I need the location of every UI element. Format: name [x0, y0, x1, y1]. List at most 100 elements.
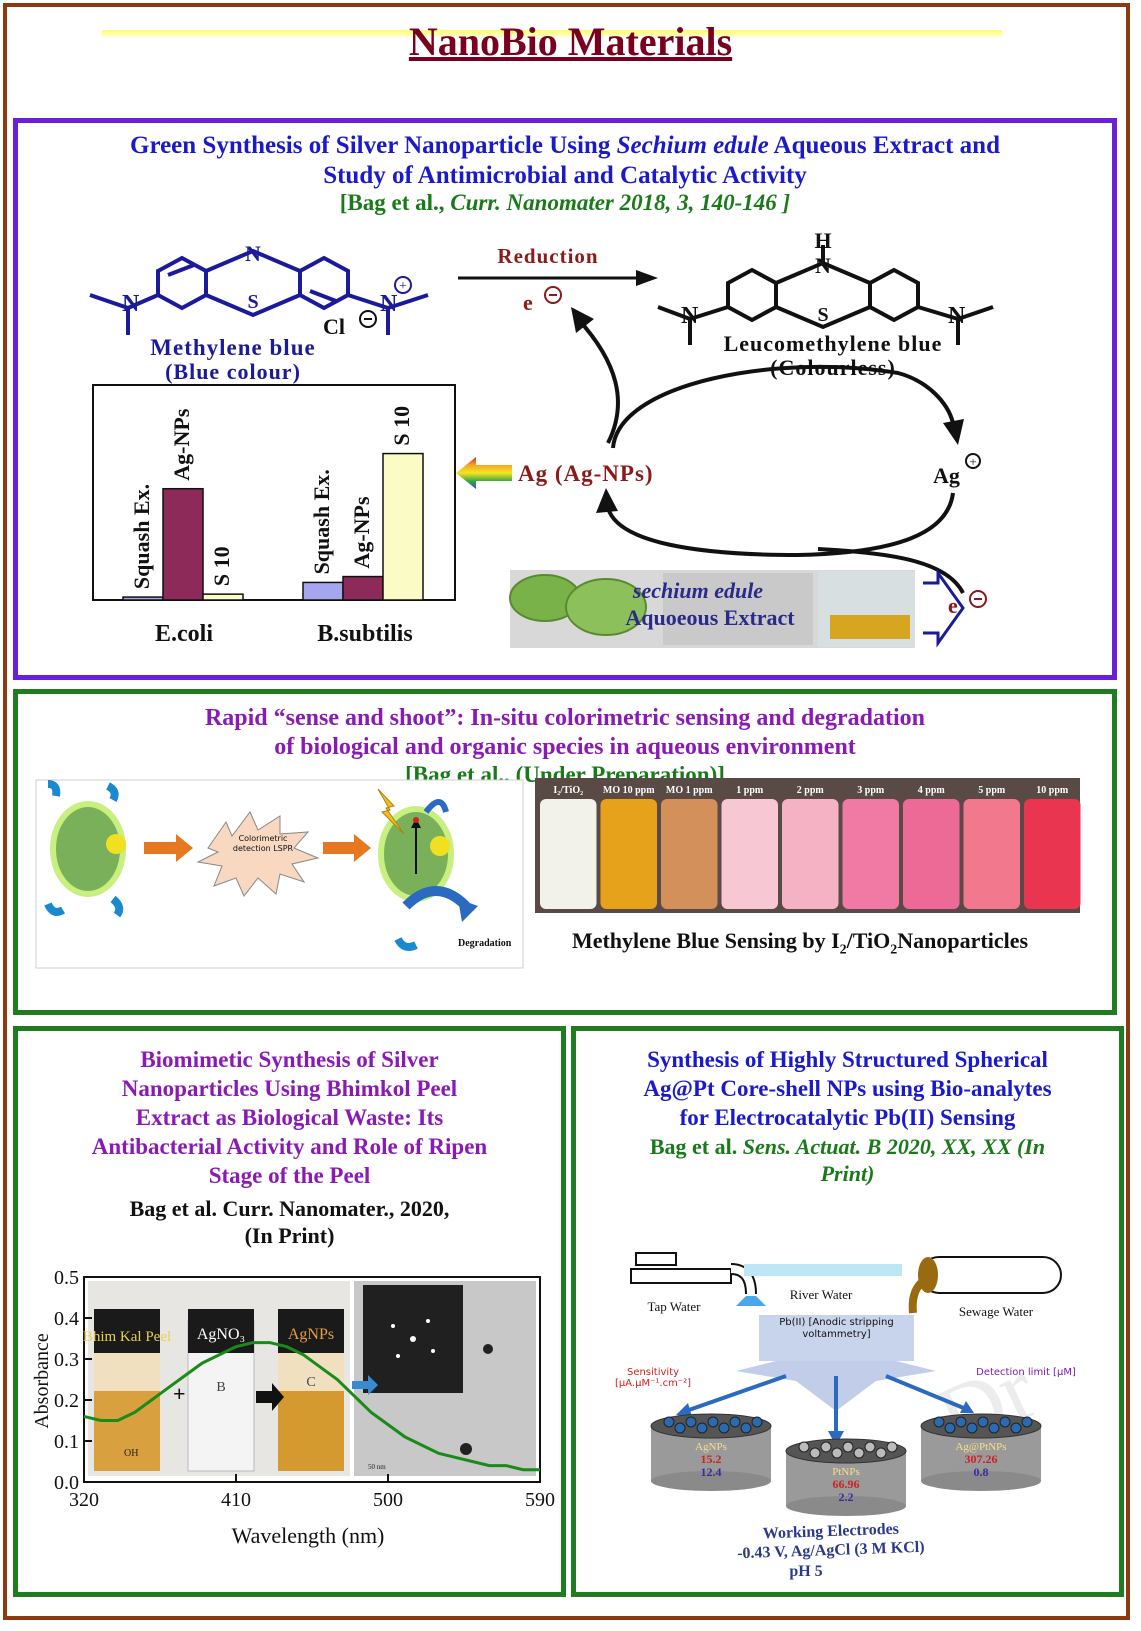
mb-label: Methylene blue — [150, 335, 315, 360]
nanoparticle-dot — [831, 1447, 843, 1459]
bar-label: S 10 — [209, 546, 234, 586]
electrode-name: Ag@PtNPs — [955, 1441, 1006, 1453]
bar — [342, 575, 384, 601]
panel1-title: Green Synthesis of Silver Nanoparticle U… — [18, 131, 1112, 191]
bar — [202, 593, 244, 601]
nanoparticle-dot — [999, 1416, 1011, 1428]
bar — [302, 581, 344, 601]
panel1-title-species: Sechium edule — [616, 132, 769, 159]
ph-label: pH 5 — [789, 1563, 822, 1580]
electrode-sensitivity: 307.26 — [965, 1452, 998, 1466]
panel-agpt: Synthesis of Highly Structured Spherical… — [571, 1026, 1124, 1597]
detection-label: Detection limit [µM] — [976, 1367, 1076, 1378]
svg-text:+: + — [969, 454, 976, 469]
atom-N-lmb-left: N — [681, 303, 699, 329]
vial-letter-b: B — [216, 1380, 225, 1395]
nanoparticle-dot — [740, 1422, 752, 1434]
vial-label: 10 ppm — [1036, 785, 1069, 796]
x-tick-label: 410 — [221, 1489, 251, 1511]
electrode-base — [786, 1496, 906, 1516]
vial-label: MO 1 ppm — [666, 785, 713, 796]
electrode-lod: 2.2 — [839, 1490, 854, 1504]
electron-arrowhead — [571, 307, 594, 333]
lightning-icon — [377, 788, 405, 835]
panel1-title-line2: Study of Antimicrobial and Catalytic Act… — [323, 162, 807, 189]
nanoparticle-dot — [933, 1416, 945, 1428]
nanoparticle-dot — [886, 1441, 898, 1453]
nanoparticle-dot — [977, 1416, 989, 1428]
panel4-title-line: for Electrocatalytic Pb(II) Sensing — [679, 1105, 1016, 1130]
panel3-ref-line: (In Print) — [244, 1223, 335, 1248]
analyte-dot — [106, 834, 126, 854]
panel1-ref-authors: [Bag et al., — [339, 190, 451, 215]
vial — [842, 799, 899, 909]
vial — [963, 799, 1020, 909]
vial — [540, 799, 597, 909]
chayote-fruit-2 — [565, 578, 647, 636]
lspr-burst-icon — [196, 811, 320, 897]
nanoparticle-dot — [988, 1422, 1000, 1434]
electrode-name: PtNPs — [832, 1466, 860, 1478]
panel4-title-line: Ag@Pt Core-shell NPs using Bio-analytes — [643, 1076, 1052, 1101]
y-tick-label: 0.0 — [54, 1472, 79, 1494]
y-tick-label: 0.5 — [54, 1267, 79, 1289]
vial-label: 1 ppm — [736, 785, 764, 796]
rainbow-arrow-icon — [456, 457, 512, 489]
page-frame — [3, 3, 1130, 1620]
panel4-ref-status: Print) — [820, 1161, 875, 1186]
vial — [782, 799, 839, 909]
atom-N-lmb: N — [815, 253, 831, 278]
sense-shoot-scheme: Colorimetric detection LSPR Degradation … — [35, 778, 1081, 969]
nanoparticle-dot — [864, 1441, 876, 1453]
caption-part: /TiO — [846, 928, 891, 953]
panel3-title-line: Biomimetic Synthesis of Silver — [140, 1047, 439, 1072]
panel2-title-line2: of biological and organic species in aqu… — [274, 734, 856, 760]
y-axis-label: Absorbance — [31, 1333, 53, 1429]
y-tick-label: 0.4 — [54, 1308, 79, 1330]
eminus-bottom: e — [948, 593, 958, 618]
nanoparticle-dot — [1010, 1422, 1022, 1434]
process-arrow-icon — [256, 1383, 284, 1411]
oh-label: OH — [124, 1448, 138, 1459]
vial-label: I₂/TiO₂ — [553, 785, 583, 796]
electrode-sensitivity: 66.96 — [833, 1477, 860, 1491]
caption-part: Nanoparticles — [897, 928, 1029, 953]
atom-H: H — [814, 228, 831, 253]
electrode-name: AgNPs — [695, 1441, 727, 1453]
reduction-label: Reduction — [497, 244, 598, 268]
ag-plus-label: Ag — [933, 463, 960, 488]
methylene-blue-structure — [89, 248, 429, 335]
vial-letter-c: C — [306, 1375, 315, 1390]
sewage-pipe-icon — [920, 1256, 1062, 1294]
nanoparticle-dot — [707, 1416, 719, 1428]
atom-S: S — [247, 291, 258, 313]
degradation-label: Degradation — [458, 938, 512, 949]
panel1-title-part: Green Synthesis of Silver Nanoparticle U… — [130, 132, 617, 159]
potential-label: -0.43 V, Ag/AgCl (3 M KCl) — [737, 1539, 925, 1563]
nanoparticle-dot — [663, 1416, 675, 1428]
bar-label: Squash Ex. — [309, 469, 334, 574]
tap-water-label: Tap Water — [647, 1299, 701, 1314]
panel2-title: Rapid “sense and shoot”: In-situ colorim… — [18, 704, 1112, 762]
vial-label-c: AgNPs — [288, 1326, 334, 1343]
nanoparticle-dot — [718, 1422, 730, 1434]
panel3-ref-line: Bag et al. Curr. Nanomater., 2020, — [129, 1196, 450, 1221]
nanoparticle-dot — [842, 1441, 854, 1453]
method-box — [759, 1315, 914, 1361]
reaction-scheme: N S N N + Cl Methylene blue (Blue colour… — [89, 228, 994, 648]
panel3-title-line: Nanoparticles Using Bhimkol Peel — [121, 1076, 458, 1101]
atom-N-left: N — [122, 291, 140, 317]
vial — [600, 799, 657, 909]
nanoparticle-dot — [751, 1416, 763, 1428]
nanoparticle-dot — [820, 1441, 832, 1453]
panel-sense-and-shoot: Rapid “sense and shoot”: In-situ colorim… — [13, 689, 1117, 1015]
absorbance-chart: Bhim Kal Peel AgNO₃ AgNPs B C OH + 50 nm… — [31, 1267, 555, 1548]
panel4-ref-authors: Bag et al. — [649, 1134, 743, 1159]
atom-N-lmb-right: N — [948, 303, 966, 329]
panel3-title: Biomimetic Synthesis of Silver Nanoparti… — [18, 1045, 561, 1190]
title-band — [102, 30, 1002, 72]
vial-caption: Methylene Blue Sensing by I2/TiO2Nanopar… — [520, 928, 1080, 958]
panel3-title-line: Stage of the Peel — [208, 1163, 371, 1188]
method-label: Pb(II) [Anodic stripping voltammetry] — [779, 1317, 894, 1340]
